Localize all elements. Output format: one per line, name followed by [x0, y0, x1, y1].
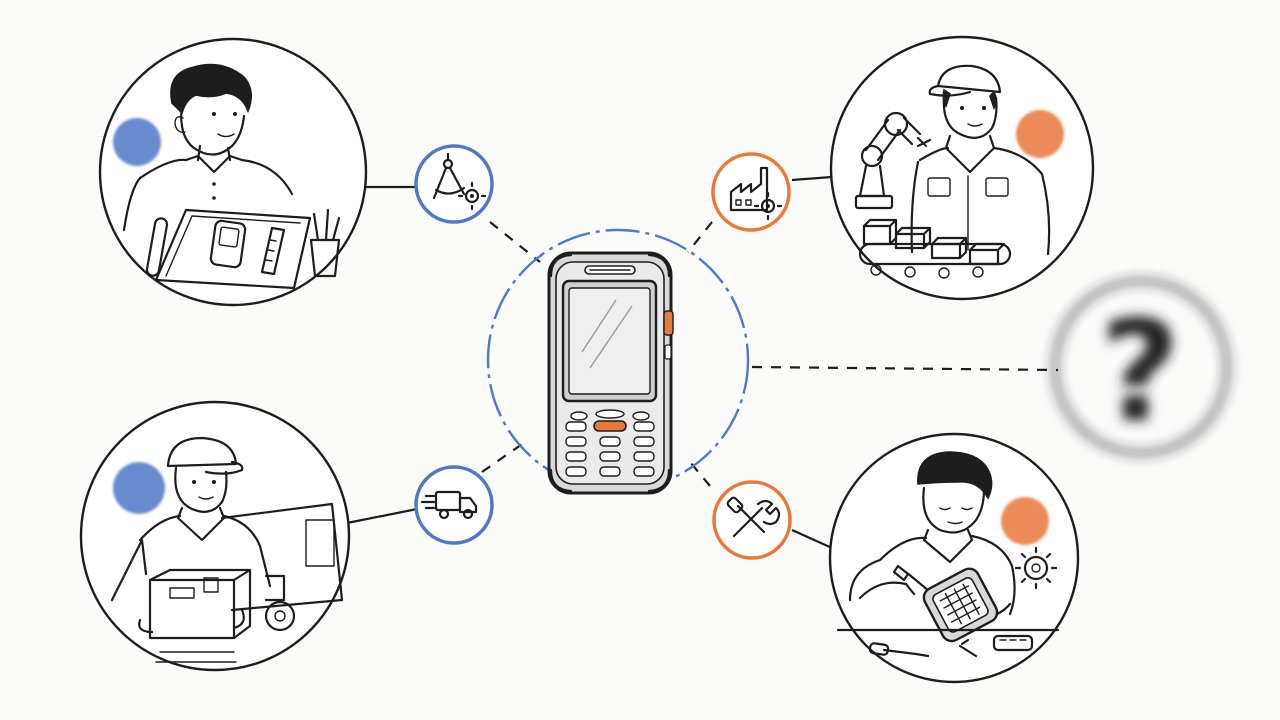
scene-design-accent-dot: [113, 118, 161, 166]
connector-logistics-dashed: [481, 439, 529, 473]
scene-repair: [828, 432, 1080, 684]
connector-manufacturing-dashed: [687, 221, 713, 253]
badge-manufacturing[interactable]: [711, 152, 791, 232]
scene-manufacturing: [829, 35, 1095, 301]
engineer-at-drafting-table: [122, 63, 341, 290]
scene-design-frame: [98, 37, 368, 307]
scene-design: [98, 37, 368, 307]
connector-unknown-dashed: [751, 365, 1059, 372]
connector-logistics-solid: [346, 507, 418, 525]
badge-design[interactable]: [414, 144, 494, 224]
wrench-screwdriver-icon: [726, 496, 781, 538]
hub: [486, 228, 750, 495]
delivery-truck-icon: [420, 490, 478, 520]
scene-logistics: [79, 400, 351, 672]
rugged-handheld-device-icon: [547, 251, 674, 495]
connector-repair-solid: [791, 528, 833, 550]
connector-manufacturing-solid: [791, 175, 833, 182]
courier-with-box-and-truck: [110, 436, 344, 663]
connector-design-dashed: [489, 221, 541, 263]
scene-repair-accent-dot: [1001, 497, 1049, 545]
scene-logistics-accent-dot: [113, 462, 165, 514]
factory-gear-icon: [729, 166, 783, 221]
badge-logistics[interactable]: [414, 465, 494, 545]
drafting-compass-gear-icon: [432, 152, 487, 211]
badge-repair[interactable]: [712, 480, 792, 560]
technician-repairing-device: [836, 451, 1060, 658]
scene-manufacturing-frame: [829, 35, 1095, 301]
keypad: [565, 421, 655, 477]
question-mark-icon: ?: [1099, 291, 1180, 454]
gear-icon: [1014, 546, 1058, 590]
scene-unknown: ?: [1053, 279, 1229, 455]
scene-manufacturing-accent-dot: [1016, 110, 1064, 158]
scene-unknown-frame: [1053, 279, 1229, 455]
scene-logistics-frame: [79, 400, 351, 672]
worker-robot-arm-conveyor: [854, 64, 1051, 279]
